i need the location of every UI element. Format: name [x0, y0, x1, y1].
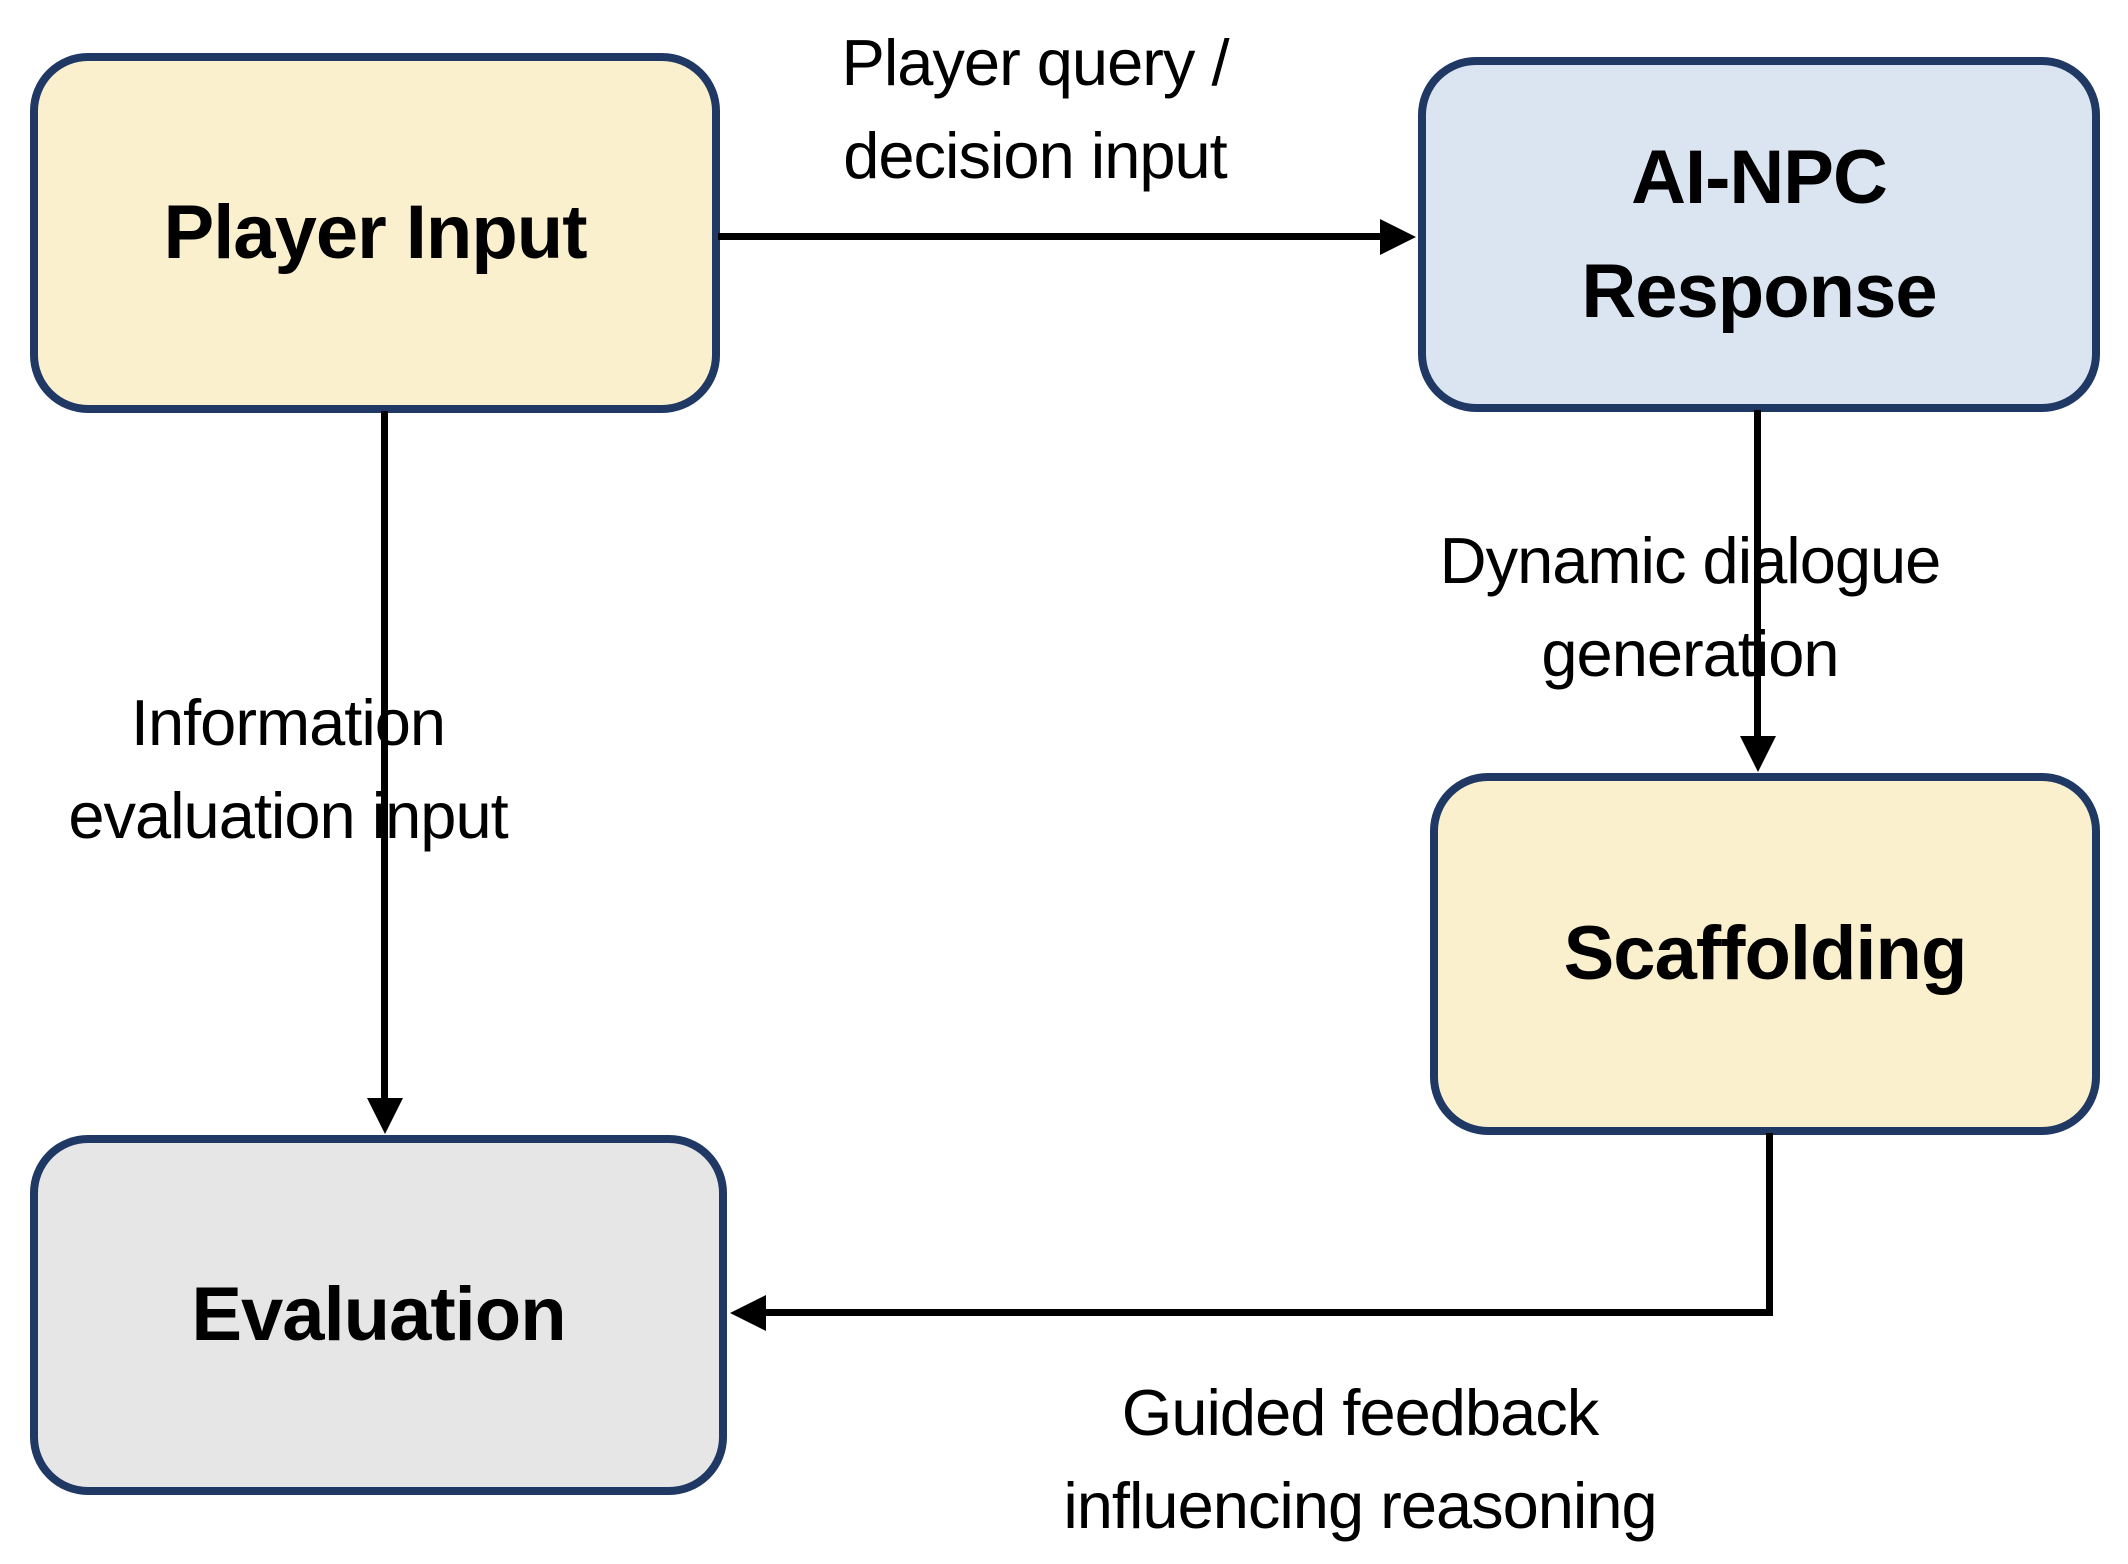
node-evaluation-label-line: Evaluation [191, 1272, 566, 1357]
node-evaluation: Evaluation [30, 1135, 727, 1495]
node-ai-npc-response-label-line1: AI-NPC [1631, 134, 1888, 220]
arrow-scaffolding-to-evaluation-vline [1766, 1133, 1773, 1316]
node-player-input-label-line: Player Input [163, 190, 588, 275]
node-player-input-label: Player Input [163, 176, 588, 290]
node-scaffolding: Scaffolding [1430, 773, 2100, 1135]
arrow-ainpc-to-scaffolding-head-icon [1740, 736, 1776, 772]
arrow-player-to-ainpc-line [718, 233, 1386, 240]
edge-label-dynamic-dialogue: Dynamic dialogue generation [1400, 514, 1980, 700]
arrow-player-to-ainpc-head-icon [1380, 219, 1416, 255]
edge-label-guided-feedback: Guided feedback influencing reasoning [1000, 1366, 1720, 1552]
edge-label-player-query: Player query / decision input [775, 16, 1295, 202]
node-evaluation-label: Evaluation [191, 1258, 566, 1372]
node-scaffolding-label: Scaffolding [1563, 897, 1968, 1011]
node-ai-npc-response-label-line2: Response [1581, 248, 1937, 334]
edge-label-information-evaluation-line2: evaluation input [68, 779, 508, 852]
arrow-scaffolding-to-evaluation-hline [766, 1309, 1773, 1316]
node-scaffolding-label-line: Scaffolding [1563, 911, 1968, 996]
node-ai-npc-response: AI-NPC Response [1418, 57, 2100, 412]
edge-label-information-evaluation: Information evaluation input [23, 676, 553, 862]
arrow-scaffolding-to-evaluation-head-icon [730, 1295, 766, 1331]
edge-label-information-evaluation-line1: Information [130, 686, 446, 759]
node-player-input: Player Input [30, 53, 720, 413]
edge-label-player-query-line2: decision input [843, 119, 1228, 192]
edge-label-player-query-line1: Player query / [841, 26, 1229, 99]
edge-label-dynamic-dialogue-line1: Dynamic dialogue [1439, 524, 1942, 597]
node-ai-npc-response-label: AI-NPC Response [1581, 121, 1937, 349]
edge-label-dynamic-dialogue-line2: generation [1541, 617, 1839, 690]
arrow-player-to-evaluation-line [381, 411, 388, 1103]
arrow-ainpc-to-scaffolding-line [1754, 410, 1761, 740]
arrow-player-to-evaluation-head-icon [367, 1098, 403, 1134]
edge-label-guided-feedback-line1: Guided feedback [1121, 1376, 1599, 1449]
edge-label-guided-feedback-line2: influencing reasoning [1063, 1469, 1657, 1542]
